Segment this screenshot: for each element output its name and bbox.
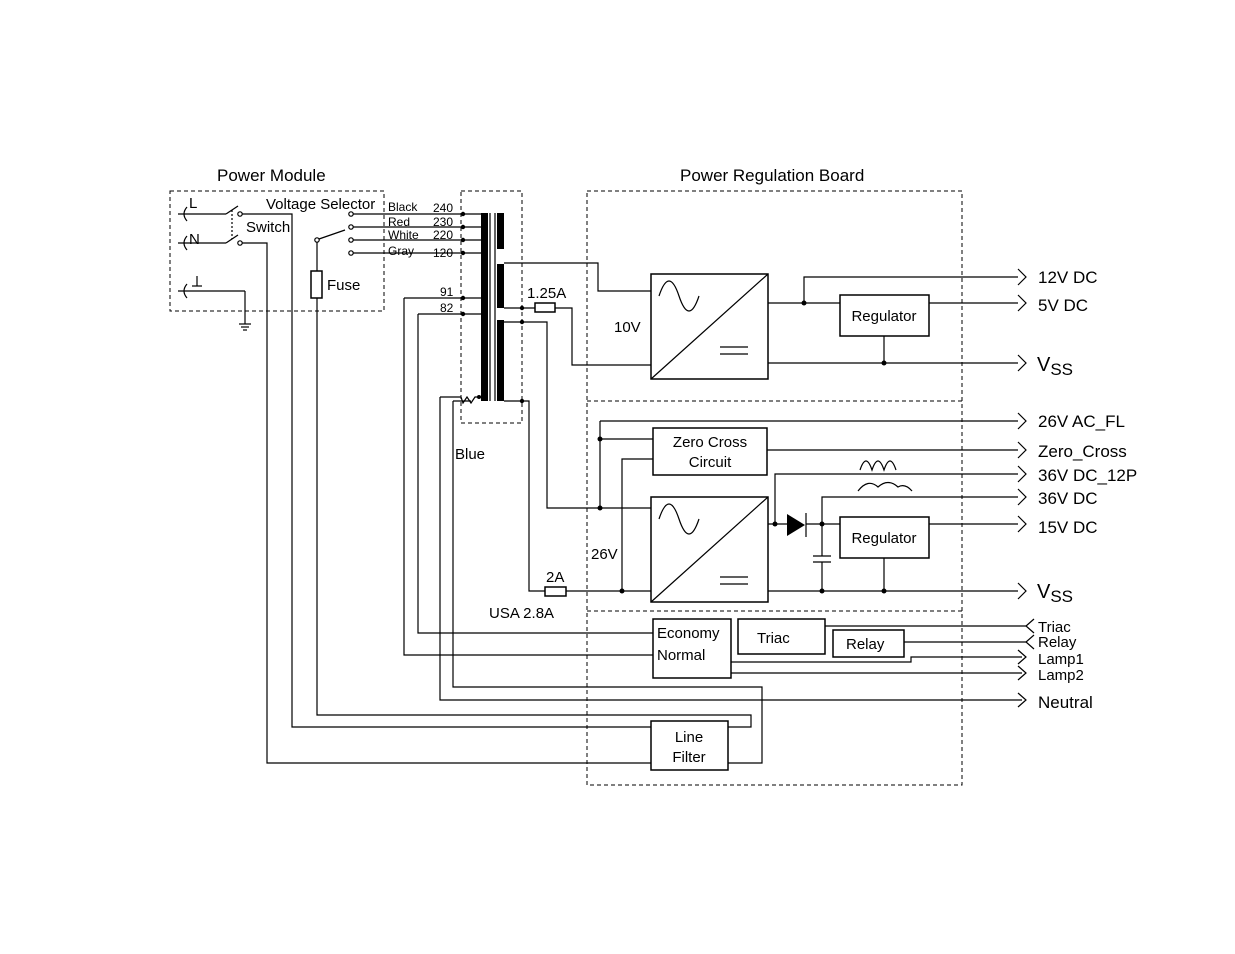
economy-normal-switch-box — [652, 618, 732, 679]
output-lamp2: Lamp2 — [1038, 667, 1084, 684]
output-26v-ac-fl: 26V AC_FL — [1038, 412, 1125, 431]
neutral-input-label: N — [189, 231, 200, 248]
output-5v-dc: 5V DC — [1038, 296, 1088, 315]
output-36v-dc: 36V DC — [1038, 489, 1098, 508]
line-filter-box — [650, 720, 729, 771]
voltage-selector-label: Voltage Selector — [266, 196, 375, 213]
triac-label: Triac — [757, 630, 790, 647]
rectifier-bottom-icon — [650, 496, 769, 603]
mains-fuse-icon — [310, 270, 323, 299]
regulator-top-label: Regulator — [851, 308, 916, 325]
26v-label: 26V — [591, 546, 618, 563]
output-triac: Triac — [1038, 619, 1071, 636]
power-regulation-board-outline — [586, 190, 963, 786]
tap-color-black: Black — [388, 200, 418, 214]
fuse-2a-label: 2A — [546, 569, 564, 586]
regulator-bottom-box — [839, 516, 930, 559]
rectifier-top-icon — [650, 273, 769, 380]
blue-wire-label: Blue — [455, 446, 485, 463]
output-neutral: Neutral — [1038, 693, 1093, 712]
zero-cross-label-1: Zero Cross — [673, 434, 747, 451]
output-vss-top: VSS — [1037, 354, 1073, 379]
output-15v-dc: 15V DC — [1038, 518, 1098, 537]
output-12v-dc: 12V DC — [1038, 268, 1098, 287]
inlet-connector-icons — [178, 206, 245, 299]
tap-color-gray: Gray — [388, 244, 414, 258]
earth-ground-icon — [192, 276, 251, 331]
fuse-label: Fuse — [327, 277, 360, 294]
output-vss-bottom: VSS — [1037, 581, 1073, 606]
transformer-outline — [460, 190, 523, 424]
regulator-bottom-label: Regulator — [851, 530, 916, 547]
tap-voltage-230: 230 — [433, 215, 453, 229]
tap-color-red: Red — [388, 215, 410, 229]
line-input-label: L — [189, 195, 197, 212]
relay-label: Relay — [846, 636, 885, 653]
line-filter-label-1: Line — [675, 729, 703, 746]
normal-label: Normal — [657, 647, 705, 664]
line-filter-label-2: Filter — [672, 749, 705, 766]
filter-capacitor-icon — [813, 524, 831, 591]
power-module-outline — [169, 190, 385, 312]
zero-cross-circuit-box — [652, 427, 768, 476]
unfiltered-dc-waveform-icon — [857, 481, 913, 492]
output-arrow-icons — [1017, 268, 1035, 708]
tap-color-white: White — [388, 228, 419, 242]
triac-box — [737, 618, 826, 655]
tap-91-label: 91 — [440, 285, 454, 299]
diode-icon — [787, 513, 807, 537]
output-zero-cross: Zero_Cross — [1038, 442, 1127, 461]
output-relay: Relay — [1038, 634, 1077, 651]
fuse-usa-label: USA 2.8A — [489, 605, 554, 622]
switch-label: Switch — [246, 219, 290, 236]
10v-label: 10V — [614, 319, 641, 336]
relay-box — [832, 629, 905, 658]
tap-voltage-240: 240 — [433, 201, 453, 215]
fuse-2a-icon — [544, 586, 567, 597]
output-36v-dc-12p: 36V DC_12P — [1038, 466, 1137, 485]
fuse-1-25a-icon — [534, 302, 556, 313]
full-wave-rectified-waveform-icon — [859, 460, 897, 472]
zero-cross-label-2: Circuit — [689, 454, 732, 471]
tap-82-label: 82 — [440, 301, 454, 315]
power-switch-icon — [225, 205, 243, 246]
voltage-selector-icon — [314, 211, 461, 256]
mains-transformer-icon — [481, 213, 504, 401]
tap-voltage-120: 120 — [433, 246, 453, 260]
power-module-title: Power Module — [217, 166, 326, 185]
output-lamp1: Lamp1 — [1038, 651, 1084, 668]
economy-label: Economy — [657, 625, 720, 642]
fuse-1-25a-label: 1.25A — [527, 285, 566, 302]
tap-voltage-220: 220 — [433, 228, 453, 242]
power-regulation-board-title: Power Regulation Board — [680, 166, 864, 185]
